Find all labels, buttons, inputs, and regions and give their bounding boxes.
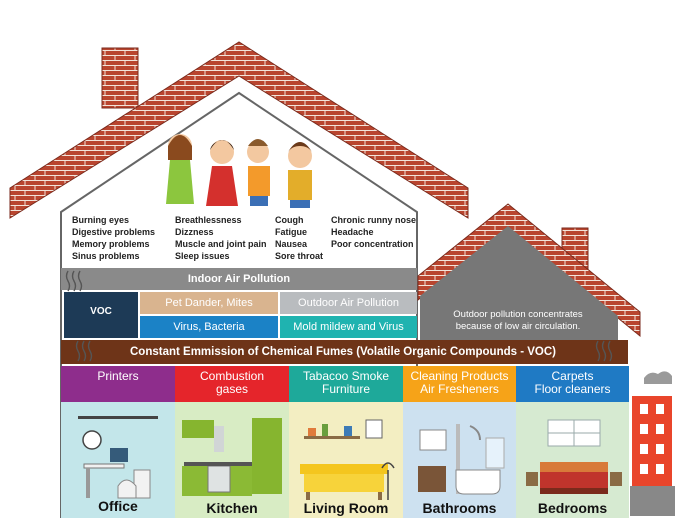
source-combustion: Combustion gases bbox=[175, 370, 289, 396]
mold-mildew-label: Mold mildew and Virus bbox=[293, 321, 404, 333]
source-label: Cleaning Products bbox=[410, 369, 509, 383]
outdoor-note-line: Outdoor pollution concentrates bbox=[453, 309, 583, 320]
bedroom-illustration bbox=[526, 419, 622, 494]
symptom: Fatigue bbox=[275, 227, 308, 237]
symptom: Poor concentration bbox=[331, 239, 414, 249]
source-label: Floor cleaners bbox=[534, 382, 611, 396]
kitchen-illustration bbox=[182, 418, 282, 496]
source-columns bbox=[61, 366, 629, 410]
source-tobacco: Tabacoo Smoke Furniture bbox=[289, 370, 403, 396]
outdoor-air-pollution-label: Outdoor Air Pollution bbox=[298, 297, 399, 309]
small-roof bbox=[417, 203, 641, 338]
symptom: Headache bbox=[331, 227, 374, 237]
pet-dander-block bbox=[140, 292, 278, 314]
source-label: Carpets bbox=[551, 369, 594, 383]
people-coughing-illustration bbox=[166, 134, 312, 208]
room-bedrooms: Bedrooms bbox=[537, 500, 608, 516]
virus-bacteria-label: Virus, Bacteria bbox=[173, 321, 245, 333]
symptom: Burning eyes bbox=[72, 215, 130, 225]
source-label: Furniture bbox=[321, 382, 371, 396]
indoor-air-pollution-label: Indoor Air Pollution bbox=[187, 273, 291, 285]
outdoor-note-line: because of low air circulation. bbox=[455, 321, 581, 332]
emission-bar bbox=[61, 340, 628, 364]
symptom: Sleep issues bbox=[175, 251, 230, 261]
virus-block bbox=[140, 316, 278, 338]
symptoms-column-4: Chronic runny nose Headache Poor concent… bbox=[331, 214, 416, 250]
emission-label: Constant Emmission of Chemical Fumes (Vo… bbox=[130, 346, 556, 358]
source-label: Tabacoo Smoke bbox=[302, 369, 390, 383]
office-illustration bbox=[78, 416, 158, 499]
symptoms-column-3: Cough Fatigue Nausea Sore throat bbox=[275, 214, 323, 262]
voc-block bbox=[64, 292, 138, 338]
symptoms-column-1: Burning eyes Digestive problems Memory p… bbox=[72, 214, 155, 262]
symptom: Breathlessness bbox=[175, 215, 242, 225]
mold-block bbox=[280, 316, 417, 338]
symptom: Chronic runny nose bbox=[331, 215, 417, 225]
symptom: Dizzness bbox=[175, 227, 214, 237]
source-printers: Printers bbox=[61, 370, 175, 383]
source-carpets: Carpets Floor cleaners bbox=[516, 370, 629, 396]
city-buildings bbox=[630, 371, 675, 516]
source-label: Air Fresheners bbox=[420, 382, 499, 396]
indoor-pollution-bar bbox=[61, 268, 417, 290]
source-label: Printers bbox=[97, 369, 139, 383]
source-label: gases bbox=[215, 382, 249, 396]
source-label: Combustion bbox=[199, 369, 265, 383]
main-roof bbox=[9, 41, 469, 219]
symptom: Cough bbox=[275, 215, 304, 225]
source-cleaning: Cleaning Products Air Fresheners bbox=[403, 370, 516, 396]
small-house-gable bbox=[420, 226, 618, 340]
outdoor-pollution-block bbox=[280, 292, 417, 314]
voc-label: VOC bbox=[90, 305, 112, 317]
symptoms-column-2: Breathlessness Dizzness Muscle and joint… bbox=[175, 214, 267, 262]
symptom: Muscle and joint pain bbox=[175, 239, 267, 249]
room-kitchen: Kitchen bbox=[206, 500, 258, 516]
symptom: Memory problems bbox=[72, 239, 150, 249]
living-room-illustration bbox=[300, 419, 395, 500]
symptom: Sinus problems bbox=[72, 251, 140, 261]
pet-dander-label: Pet Dander, Mites bbox=[165, 297, 253, 309]
room-office: Office bbox=[98, 498, 138, 514]
bathroom-illustration bbox=[418, 424, 505, 495]
room-bathrooms: Bathrooms bbox=[422, 500, 497, 516]
chimney bbox=[101, 47, 139, 109]
outdoor-note: Outdoor pollution concentrates because o… bbox=[438, 309, 598, 333]
ground-line bbox=[0, 518, 675, 526]
symptom: Nausea bbox=[275, 239, 308, 249]
room-living-room: Living Room bbox=[303, 500, 389, 516]
fumes-icon bbox=[65, 270, 613, 362]
symptom: Digestive problems bbox=[72, 227, 156, 237]
symptom: Sore throat bbox=[275, 251, 324, 261]
